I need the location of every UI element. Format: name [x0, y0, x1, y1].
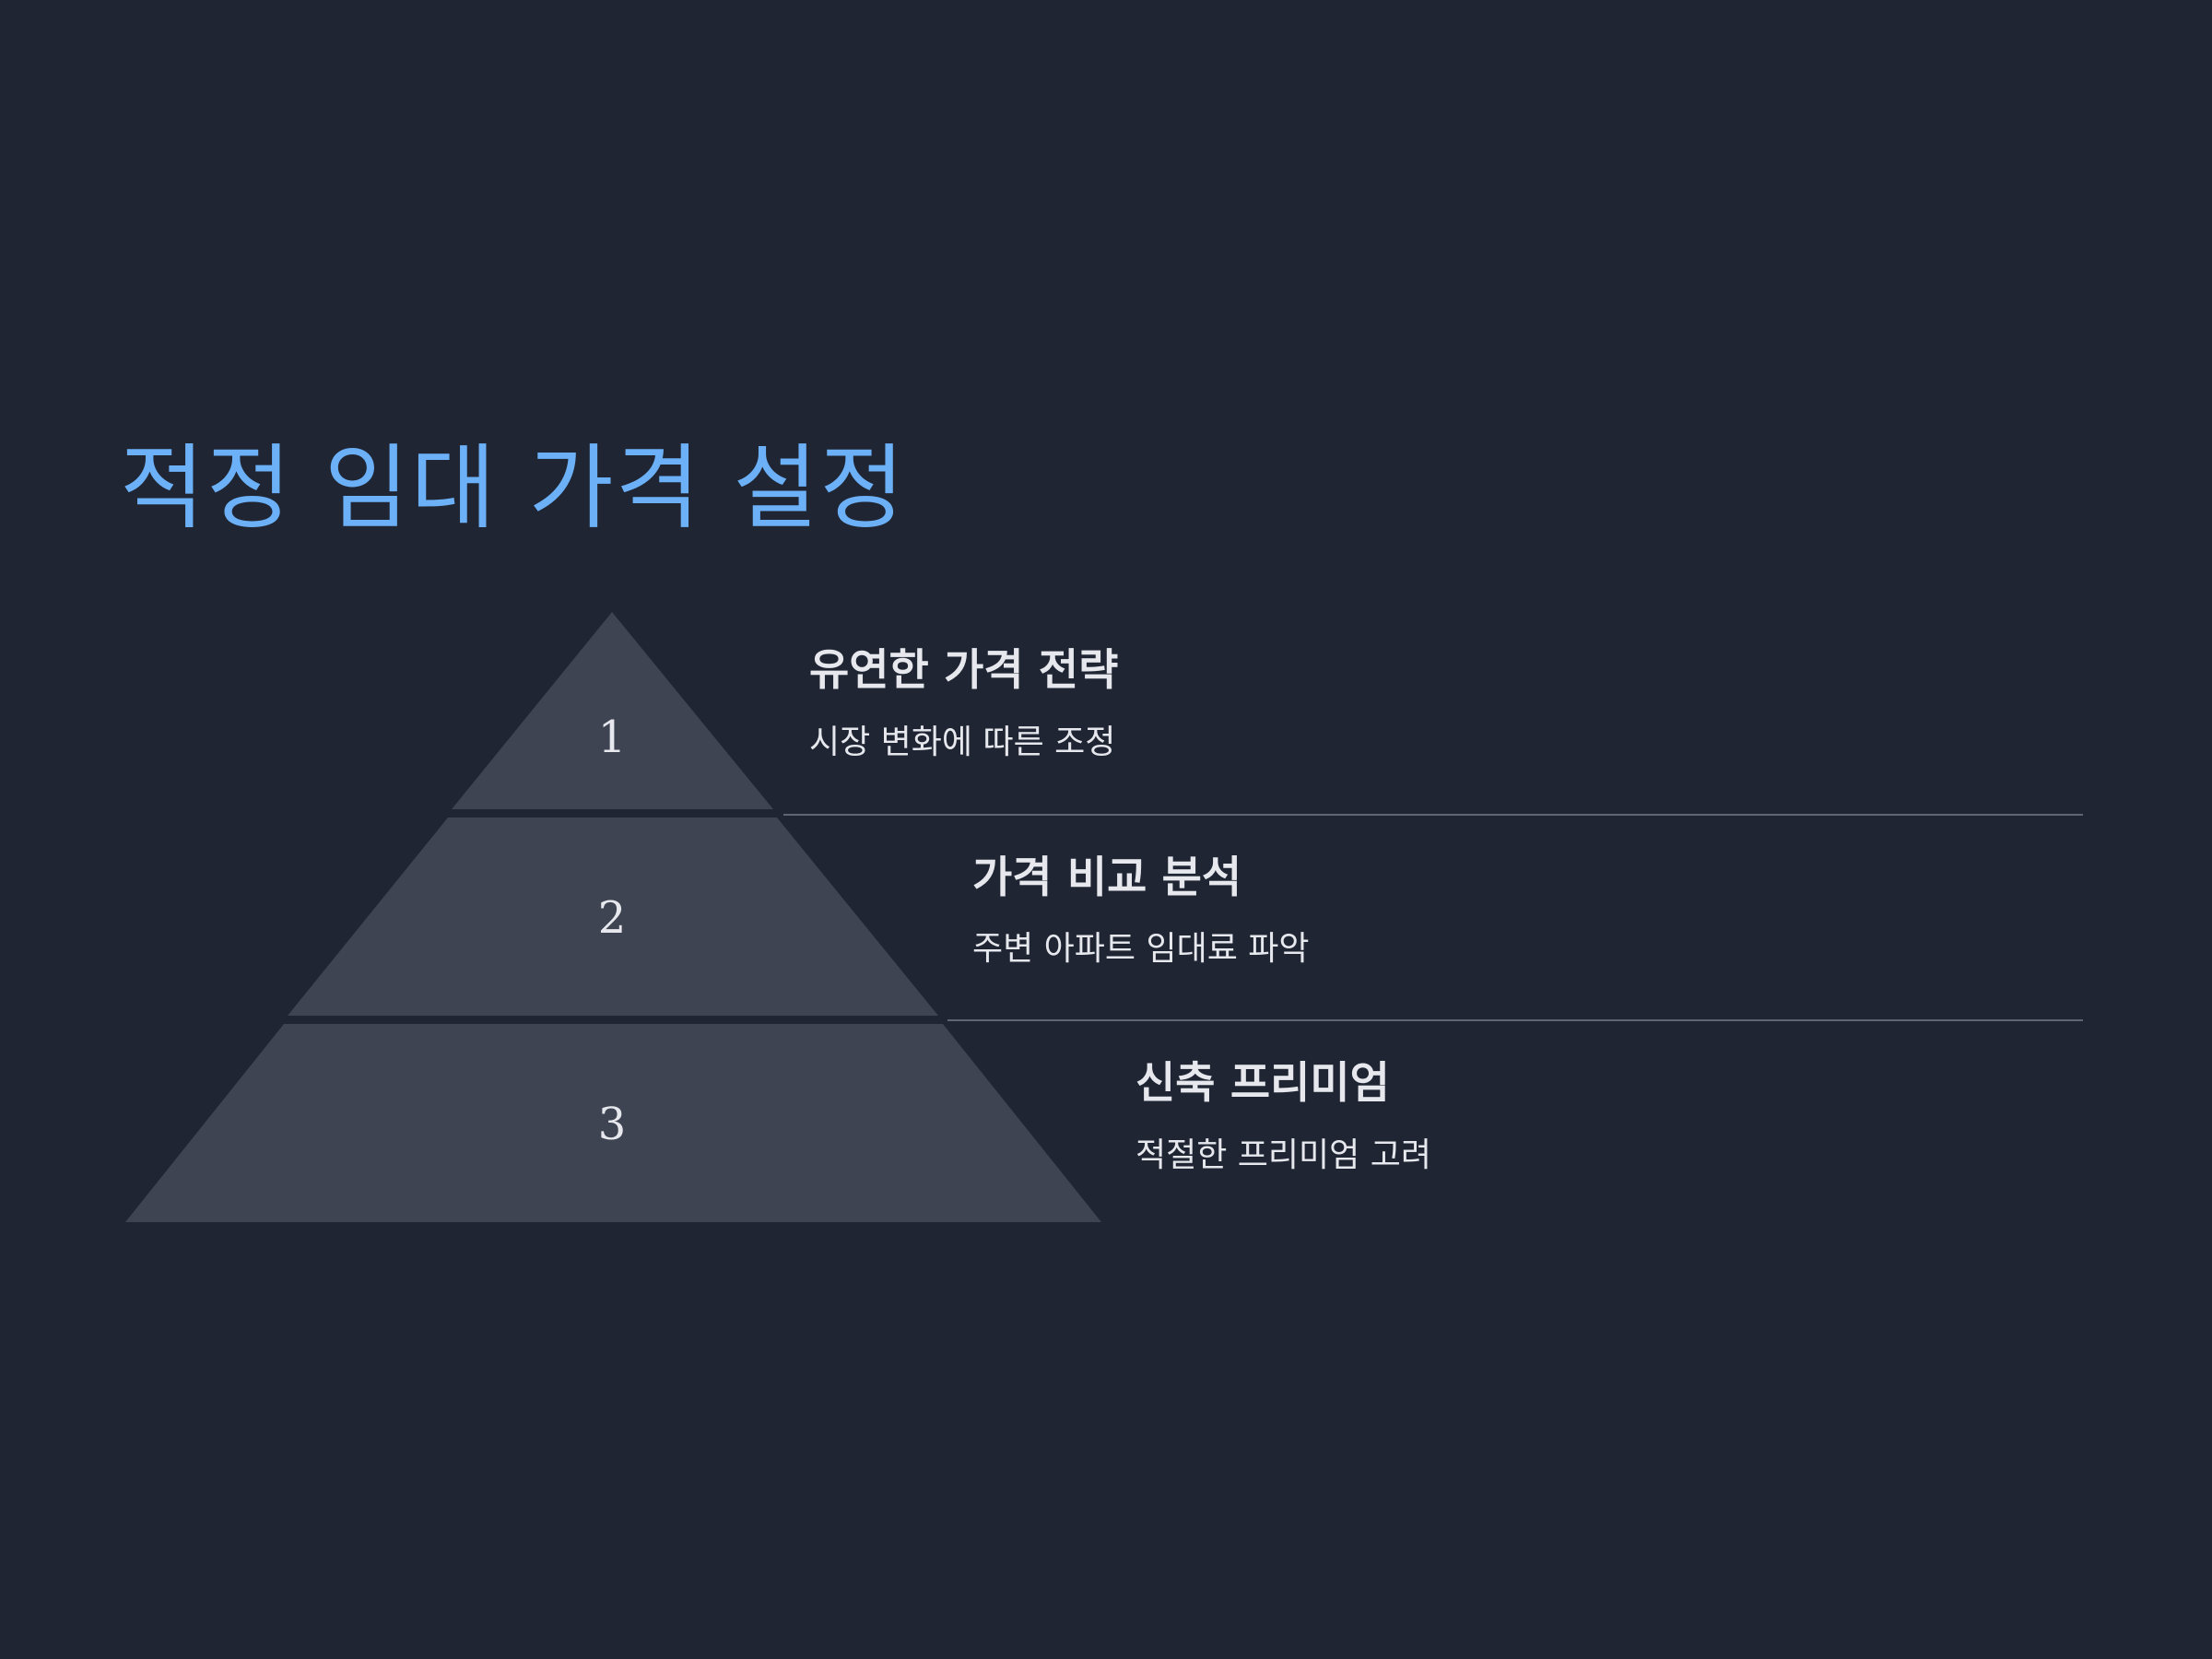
pyramid-tier-2-shape — [288, 818, 938, 1016]
tier-3-heading: 신축 프리미엄 — [1135, 1058, 1390, 1109]
page-title: 적정 임대 가격 설정 — [120, 434, 907, 542]
tier-2-description: 주변 아파트 임대료 파악 — [972, 930, 1310, 968]
tier-3-description: 적절한 프리미엄 고려 — [1135, 1136, 1431, 1174]
pyramid-tier-1-number: 1 — [598, 712, 627, 763]
pyramid-tier-3-number: 3 — [598, 1099, 627, 1150]
pyramid-tier-3-shape — [125, 1024, 1101, 1222]
tier-1-description: 시장 변화에 따른 조정 — [809, 724, 1116, 761]
tier-1-heading: 유연한 가격 전략 — [809, 645, 1119, 696]
pyramid-tier-1-shape — [452, 612, 773, 809]
pyramid-tier-2-number: 2 — [598, 892, 627, 944]
tier-2-heading: 가격 비교 분석 — [972, 853, 1242, 903]
